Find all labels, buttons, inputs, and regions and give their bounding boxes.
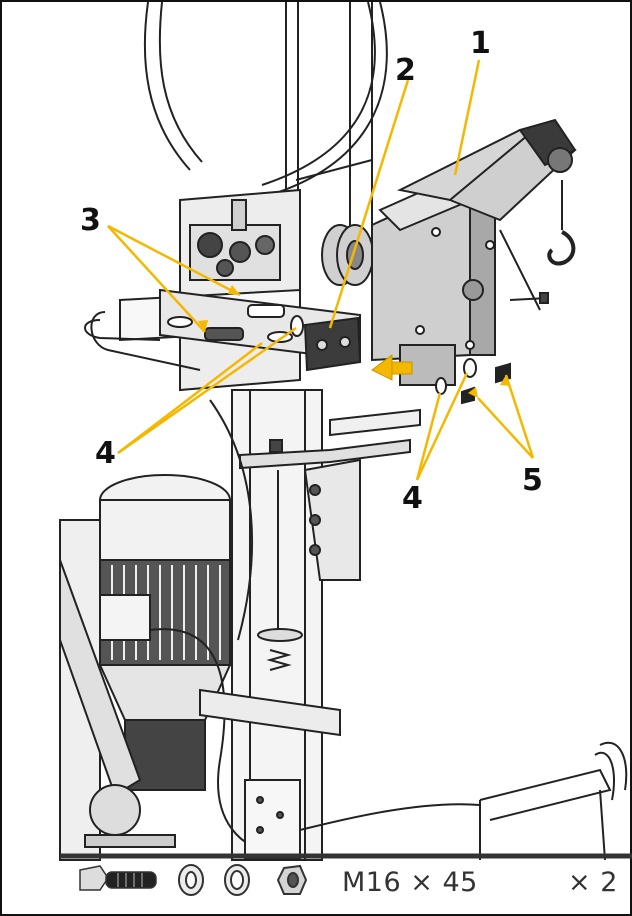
fastener-spec: M16 × 45 (342, 867, 478, 898)
callout-4-right: 4 (402, 481, 423, 516)
bolt-icon (79, 865, 157, 891)
callout-2: 2 (395, 53, 416, 88)
nut-icon (276, 864, 308, 895)
callout-5: 5 (522, 463, 543, 498)
leader-lines (107, 59, 535, 481)
hydraulic-hose-2 (209, 399, 254, 641)
hydraulic-hose (149, 628, 281, 856)
control-lever (239, 408, 421, 581)
winch-housing (371, 128, 563, 386)
direction-arrow (371, 354, 413, 381)
spring-rod (257, 470, 303, 671)
valve-block (189, 199, 281, 281)
trolley-handle (299, 741, 628, 861)
fastener-quantity: × 2 (568, 867, 618, 898)
machine-column (143, 1, 388, 251)
winch-arm (448, 118, 577, 311)
callout-1: 1 (470, 26, 491, 61)
left-base (59, 519, 176, 861)
leader-arrowheads (198, 285, 510, 398)
washer-icon (178, 864, 204, 896)
callout-4-left: 4 (95, 436, 116, 471)
electric-motor (94, 474, 232, 791)
callout-3: 3 (80, 203, 101, 238)
hook (547, 180, 576, 266)
washer-icon (224, 864, 250, 896)
mounting-bracket (159, 288, 362, 372)
